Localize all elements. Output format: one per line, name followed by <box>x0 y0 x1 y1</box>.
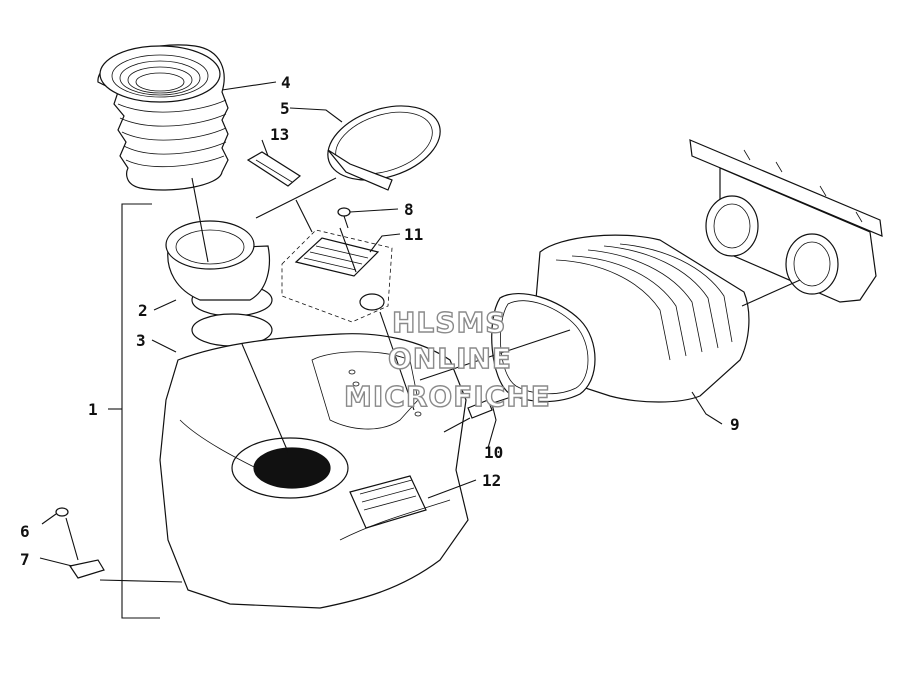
callout-12: 12 <box>482 471 501 490</box>
intake-boot-part-9 <box>491 234 750 403</box>
callout-4: 4 <box>281 73 291 92</box>
callout-labels: 1 2 3 4 5 6 7 8 9 10 11 12 13 <box>20 73 740 569</box>
callout-8: 8 <box>404 200 414 219</box>
leader-lines <box>39 81 801 583</box>
decal-part-11 <box>281 229 393 323</box>
watermark-line-2: ONLINE <box>388 342 512 375</box>
callout-3: 3 <box>136 331 146 350</box>
callout-5: 5 <box>280 99 290 118</box>
callout-10: 10 <box>484 443 503 462</box>
clamp-part-5 <box>327 105 441 191</box>
grommet <box>359 293 385 311</box>
callout-1: 1 <box>88 400 98 419</box>
rivet-part-6 <box>55 507 69 517</box>
screw-part-10 <box>467 395 515 419</box>
callout-9: 9 <box>730 415 740 434</box>
corrugated-boot-part-4 <box>97 44 229 191</box>
watermark-line-1: HLSMS <box>392 306 506 339</box>
callout-6: 6 <box>20 522 30 541</box>
inlet-adapter-part-2 <box>165 220 273 347</box>
watermark: HLSMS ONLINE MICROFICHE <box>343 305 551 413</box>
watermark-line-3: MICROFICHE <box>344 380 551 413</box>
callout-13: 13 <box>270 125 289 144</box>
clip-part-7 <box>69 559 105 579</box>
plate-part-13 <box>246 151 302 187</box>
callout-2: 2 <box>138 301 148 320</box>
assembly-bracket <box>121 203 160 619</box>
carburetor-assembly <box>689 139 883 303</box>
callout-7: 7 <box>20 550 30 569</box>
rivet-part-8 <box>337 207 351 229</box>
air-box-part-3 <box>159 333 469 609</box>
callout-11: 11 <box>404 225 423 244</box>
